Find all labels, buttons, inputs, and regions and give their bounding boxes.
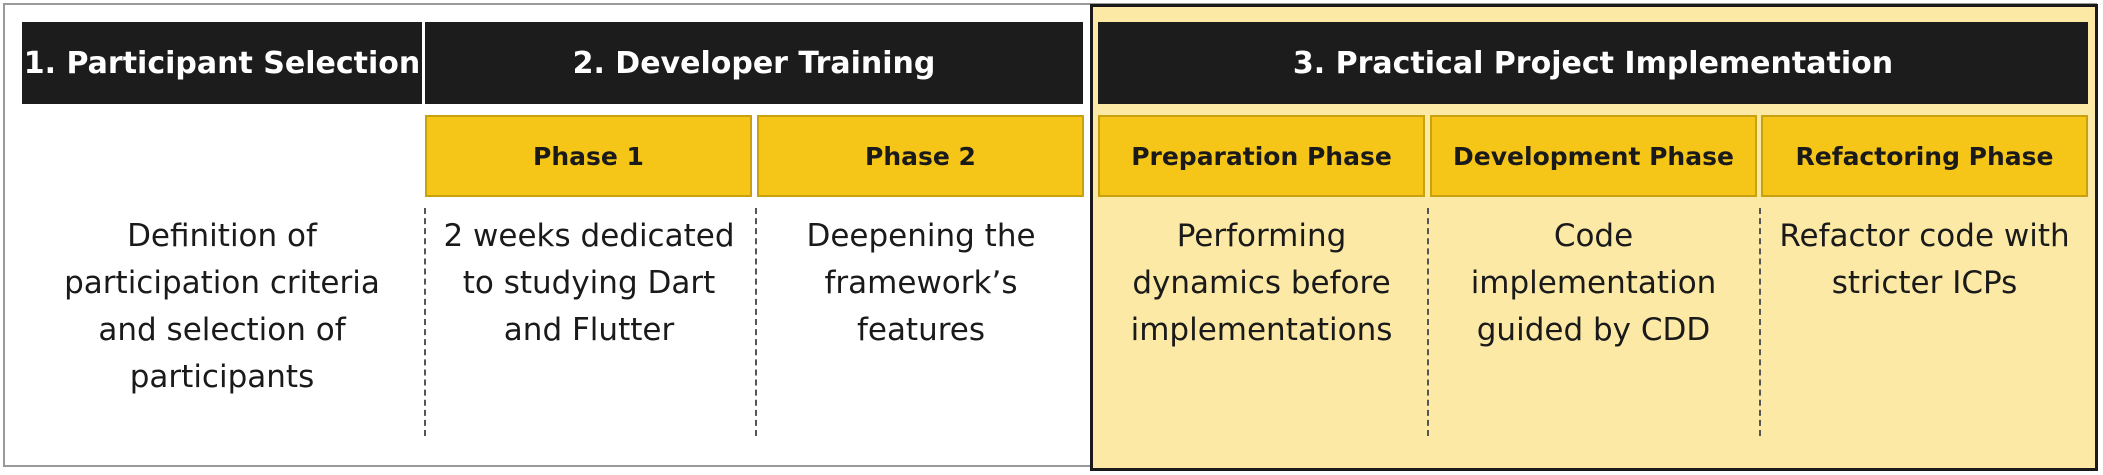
developer-training-header: 2. Developer Training [425,22,1083,104]
phase-2-label: Phase 2 [865,141,976,171]
practical-project-header: 3. Practical Project Implementation [1098,22,2088,104]
practical-project-title: 3. Practical Project Implementation [1292,45,1894,81]
preparation-phase-box: Preparation Phase [1098,115,1425,197]
phase-1-box: Phase 1 [425,115,752,197]
separator-line [1759,208,1761,436]
participant-selection-title: 1. Participant Selection [23,45,421,81]
separator-line [755,208,757,436]
refactoring-phase-description: Refactor code with stricter ICPs [1779,218,2070,301]
phase-2-box: Phase 2 [757,115,1084,197]
phase-2-description: Deepening the framework’s features [806,218,1036,348]
development-phase-description: Code implementation guided by CDD [1470,218,1717,348]
separator-line [1427,208,1429,436]
phase-1-description: 2 weeks dedicated to studying Dart and F… [443,218,735,348]
developer-training-title: 2. Developer Training [572,45,936,81]
development-phase-box: Development Phase [1430,115,1757,197]
participant-selection-description: Definition of participation criteria and… [64,218,380,395]
separator-line [424,208,426,436]
phase-1-label: Phase 1 [533,141,644,171]
preparation-phase-label: Preparation Phase [1131,141,1392,171]
refactoring-phase-box: Refactoring Phase [1761,115,2088,197]
participant-selection-header: 1. Participant Selection [22,22,422,104]
preparation-phase-description: Performing dynamics before implementatio… [1130,218,1393,348]
development-phase-label: Development Phase [1453,141,1734,171]
refactoring-phase-label: Refactoring Phase [1795,141,2054,171]
